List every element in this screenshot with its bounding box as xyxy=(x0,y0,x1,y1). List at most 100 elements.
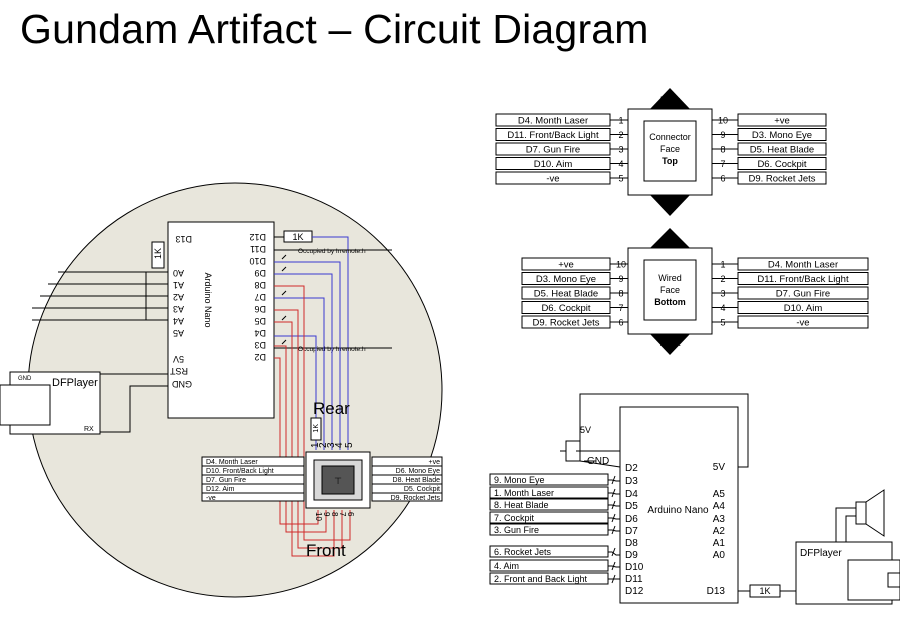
svg-text:D12. Aim: D12. Aim xyxy=(206,486,235,493)
svg-text:D4: D4 xyxy=(254,328,266,338)
svg-text:D12: D12 xyxy=(249,232,266,242)
nano-pin-label: A5 xyxy=(713,489,726,500)
bottom-back-label: Back xyxy=(660,237,681,247)
nano-pin-label: D9 xyxy=(625,550,638,561)
pin-label: D6. Cockpit xyxy=(757,159,806,170)
svg-text:D3: D3 xyxy=(254,340,266,350)
nano-pin-label: A4 xyxy=(713,501,726,512)
pin-label: D5. Heat Blade xyxy=(750,145,814,156)
connector-top-diagram: Back Front Connector Face Top D4. Month … xyxy=(495,88,827,216)
top-back-label: Back xyxy=(660,95,681,105)
svg-text:D9. Rocket Jets: D9. Rocket Jets xyxy=(391,495,441,502)
bottom-front-label: Front xyxy=(659,338,681,348)
svg-text:1K: 1K xyxy=(153,248,163,259)
svg-text:D5: D5 xyxy=(254,316,266,326)
pin-label: D10. Aim xyxy=(784,303,823,314)
pin-label: D9. Rocket Jets xyxy=(532,318,599,329)
svg-text:3: 3 xyxy=(326,442,337,448)
nano-pin-label: D7 xyxy=(625,526,638,537)
svg-text:A2: A2 xyxy=(173,292,184,302)
input-label: 2. Front and Back Light xyxy=(494,574,588,584)
pin-number: 3 xyxy=(720,289,725,299)
pin-number: 3 xyxy=(618,145,623,155)
board-dfplayer: DFPlayer GND RX xyxy=(0,371,101,435)
svg-text:6: 6 xyxy=(346,512,355,517)
svg-text:GND: GND xyxy=(18,376,32,382)
svg-text:Connector: Connector xyxy=(649,132,691,142)
nano-pin-label: 5V xyxy=(713,462,726,473)
pin-label: D9. Rocket Jets xyxy=(748,174,815,185)
board-right-pins: D12 D11 D10 D9 D8 D7 D6 D5 D4 D3 D2 xyxy=(249,232,266,362)
pin-label: D3. Mono Eye xyxy=(536,274,596,285)
input-label: 1. Month Laser xyxy=(494,488,554,498)
nano-pin-label: D3 xyxy=(625,476,638,487)
board-rear-label: Rear xyxy=(313,399,350,418)
board-front-label: Front xyxy=(306,541,346,560)
board-right-labels: +ve D6. Mono Eye D8. Heat Blade D5. Cock… xyxy=(371,456,443,502)
svg-text:D6. Mono Eye: D6. Mono Eye xyxy=(396,468,440,475)
svg-text:2: 2 xyxy=(318,442,329,448)
board-top-pins: 1 2 3 4 5 xyxy=(310,442,355,448)
board-left-pins: D13 A0 A1 A2 A3 A4 A5 5V RST GND xyxy=(169,234,192,389)
svg-text:9: 9 xyxy=(322,512,331,517)
pcb-board: Arduino Nano D13 A0 A1 A2 A3 A4 A5 5V RS… xyxy=(0,182,443,598)
input-label: 3. Gun Fire xyxy=(494,525,539,535)
svg-text:1K: 1K xyxy=(313,424,320,433)
nano-pin-label: D11 xyxy=(625,574,643,585)
svg-text:1: 1 xyxy=(310,442,321,448)
pin-number: 5 xyxy=(720,318,725,328)
nano-pin-label: D6 xyxy=(625,514,638,525)
svg-text:Arduino Nano: Arduino Nano xyxy=(647,505,709,516)
board-bottom-pins: 10 9 8 7 6 xyxy=(314,512,355,521)
svg-text:D8: D8 xyxy=(254,280,266,290)
svg-text:DFPlayer: DFPlayer xyxy=(52,377,98,389)
pin-label: D11. Front/Back Light xyxy=(507,130,599,141)
pin-number: 9 xyxy=(618,274,623,284)
pin-number: 1 xyxy=(618,116,623,126)
board-resistor-vertical xyxy=(151,241,165,269)
svg-text:D11: D11 xyxy=(250,244,266,254)
nano-pin-label: D10 xyxy=(625,562,644,573)
svg-text:A1: A1 xyxy=(173,280,184,290)
svg-text:5V: 5V xyxy=(173,354,184,364)
pin-number: 2 xyxy=(618,130,623,140)
svg-text:D8. Heat Blade: D8. Heat Blade xyxy=(393,477,441,484)
svg-text:D6: D6 xyxy=(254,304,266,314)
pin-number: 1 xyxy=(720,260,725,270)
svg-text:GND: GND xyxy=(587,456,609,467)
board-resistor-small xyxy=(310,417,322,441)
pin-label: -ve xyxy=(796,318,809,329)
svg-text:-ve: -ve xyxy=(206,495,216,502)
nano-pin-label: D12 xyxy=(625,586,644,597)
input-label: 8. Heat Blade xyxy=(494,500,549,510)
pin-label: D4. Month Laser xyxy=(518,116,588,127)
svg-text:⊤: ⊤ xyxy=(334,476,342,486)
pin-number: 8 xyxy=(720,145,725,155)
pin-label: D3. Mono Eye xyxy=(752,130,812,141)
svg-text:8: 8 xyxy=(330,512,339,517)
pin-label: +ve xyxy=(774,116,790,127)
svg-text:Bottom: Bottom xyxy=(654,297,686,307)
pin-number: 2 xyxy=(720,274,725,284)
pin-label: D7. Gun Fire xyxy=(776,289,830,300)
svg-text:+ve: +ve xyxy=(429,459,441,466)
nano-pin-label: D4 xyxy=(625,489,638,500)
board-nano-label: Arduino Nano xyxy=(203,272,213,327)
nano-pin-label: D5 xyxy=(625,501,638,512)
pin-number: 8 xyxy=(618,289,623,299)
pin-label: D11. Front/Back Light xyxy=(757,274,849,285)
input-label: 6. Rocket Jets xyxy=(494,547,552,557)
pin-label: D4. Month Laser xyxy=(768,260,838,271)
svg-text:D7. Gun Fire: D7. Gun Fire xyxy=(206,477,246,484)
pin-number: 4 xyxy=(720,303,725,313)
input-label: 9. Mono Eye xyxy=(494,475,545,485)
svg-text:D5. Cockpit: D5. Cockpit xyxy=(404,486,440,493)
speaker-icon xyxy=(855,501,867,525)
svg-text:A4: A4 xyxy=(173,316,184,326)
nano-pin-label: A2 xyxy=(713,526,726,537)
svg-text:Face: Face xyxy=(660,144,680,154)
